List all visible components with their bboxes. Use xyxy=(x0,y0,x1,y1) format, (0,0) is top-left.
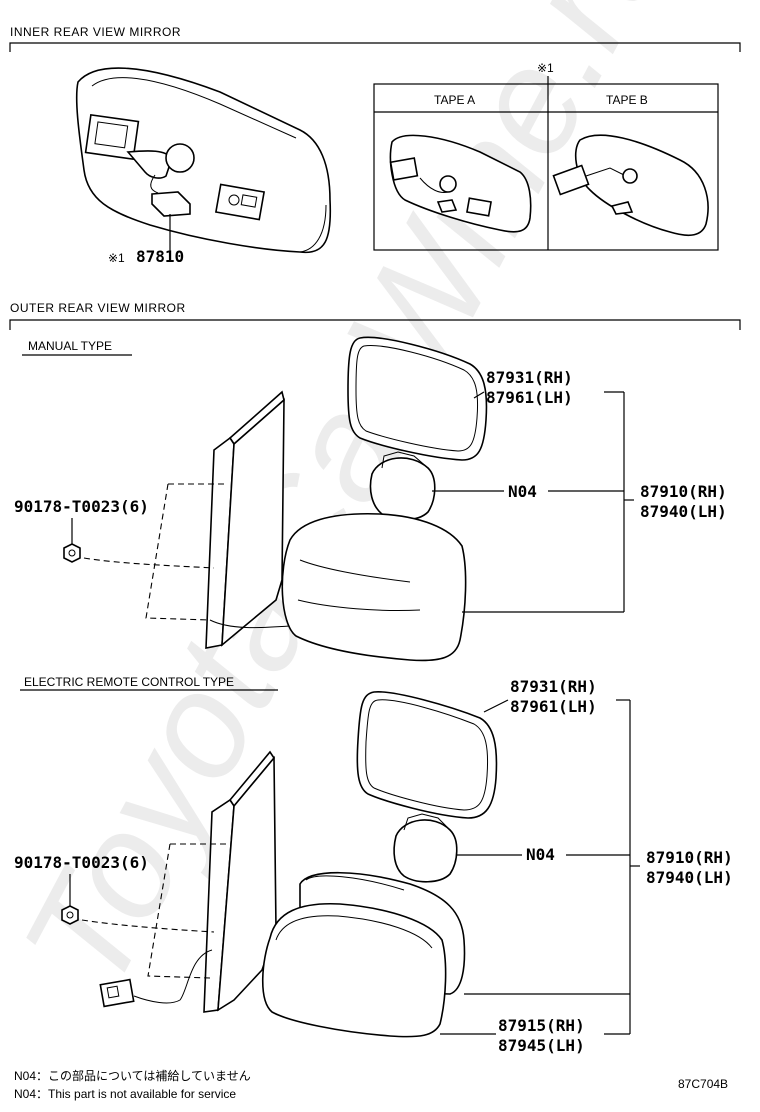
manual-glass-leader xyxy=(473,391,485,399)
electric-type-label: ELECTRIC REMOTE CONTROL TYPE xyxy=(24,675,234,689)
inner-part-mark: ※1 xyxy=(108,251,125,265)
manual-assy-rh: 87910(RH) xyxy=(640,482,727,501)
manual-actuator xyxy=(369,457,436,521)
electric-glass-leader xyxy=(483,699,509,713)
electric-dashed-b xyxy=(147,843,211,979)
note-n04-jp: N04：この部品については補給していません xyxy=(14,1068,251,1083)
manual-dashed-c xyxy=(83,557,215,569)
tape-a-label: TAPE A xyxy=(434,93,475,107)
manual-type-label: MANUAL TYPE xyxy=(28,339,112,353)
electric-actuator-label: N04 xyxy=(526,845,555,864)
tape-a-drawing xyxy=(389,134,532,233)
electric-cover-rh: 87915(RH) xyxy=(498,1016,585,1035)
manual-assy-lh: 87940(LH) xyxy=(640,502,727,521)
manual-dashed-b xyxy=(145,483,211,621)
manual-mirror-housing xyxy=(281,512,467,662)
electric-assy-rh: 87910(RH) xyxy=(646,848,733,867)
electric-mirror-housing xyxy=(261,902,447,1038)
outer-section-bracket xyxy=(9,319,741,330)
electric-glass-lh: 87961(LH) xyxy=(510,697,597,716)
outer-section-title: OUTER REAR VIEW MIRROR xyxy=(10,301,186,315)
inner-part-number: 87810 xyxy=(136,247,184,266)
manual-mirror-drawing xyxy=(205,336,488,662)
manual-nut-label: 90178-T0023(6) xyxy=(14,497,149,516)
electric-dashed-c xyxy=(81,919,215,933)
electric-mirror-glass xyxy=(356,691,498,819)
electric-mirror-drawing xyxy=(99,691,498,1038)
figure-code: 87C704B xyxy=(678,1077,728,1091)
electric-cover-lh: 87945(LH) xyxy=(498,1036,585,1055)
electric-glass-rh: 87931(RH) xyxy=(510,677,597,696)
note-n04-en: N04：This part is not available for servi… xyxy=(14,1087,236,1101)
inner-mirror-drawing xyxy=(75,67,332,254)
electric-nut-hole xyxy=(66,911,74,919)
tape-b-drawing xyxy=(552,134,709,237)
inner-section-title: INNER REAR VIEW MIRROR xyxy=(10,25,181,39)
manual-glass-lh: 87961(LH) xyxy=(486,388,573,407)
tape-box xyxy=(373,83,719,251)
tape-ref-mark: ※1 xyxy=(537,61,554,75)
manual-mirror-glass xyxy=(347,336,488,461)
manual-glass-rh: 87931(RH) xyxy=(486,368,573,387)
tape-b-label: TAPE B xyxy=(606,93,648,107)
electric-assy-lh: 87940(LH) xyxy=(646,868,733,887)
electric-nut-label: 90178-T0023(6) xyxy=(14,853,149,872)
manual-nut xyxy=(63,543,81,563)
inner-section-bracket xyxy=(9,42,741,52)
manual-actuator-label: N04 xyxy=(508,482,537,501)
electric-nut xyxy=(61,905,79,925)
electric-actuator xyxy=(393,819,458,883)
manual-nut-hole xyxy=(68,549,76,557)
tape-pad xyxy=(151,191,191,217)
